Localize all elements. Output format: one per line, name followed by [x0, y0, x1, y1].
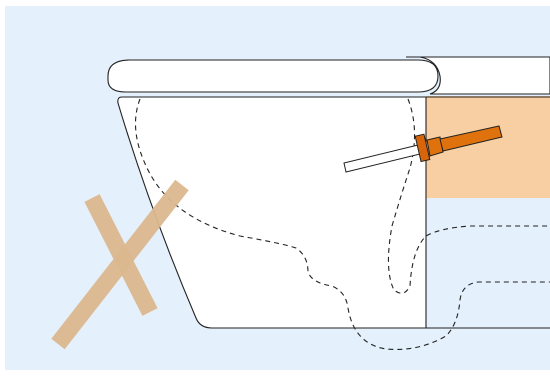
auger-handle — [439, 125, 503, 152]
crossed-out-mark — [51, 179, 189, 350]
tank-lid — [406, 56, 550, 95]
toilet-seat — [107, 59, 439, 93]
toilet-bowl — [117, 96, 427, 329]
trapway-hidden-lines — [135, 98, 550, 351]
auger-collar — [426, 136, 444, 157]
cable-auger-tool — [343, 125, 503, 173]
auger-ferrule — [414, 133, 431, 163]
